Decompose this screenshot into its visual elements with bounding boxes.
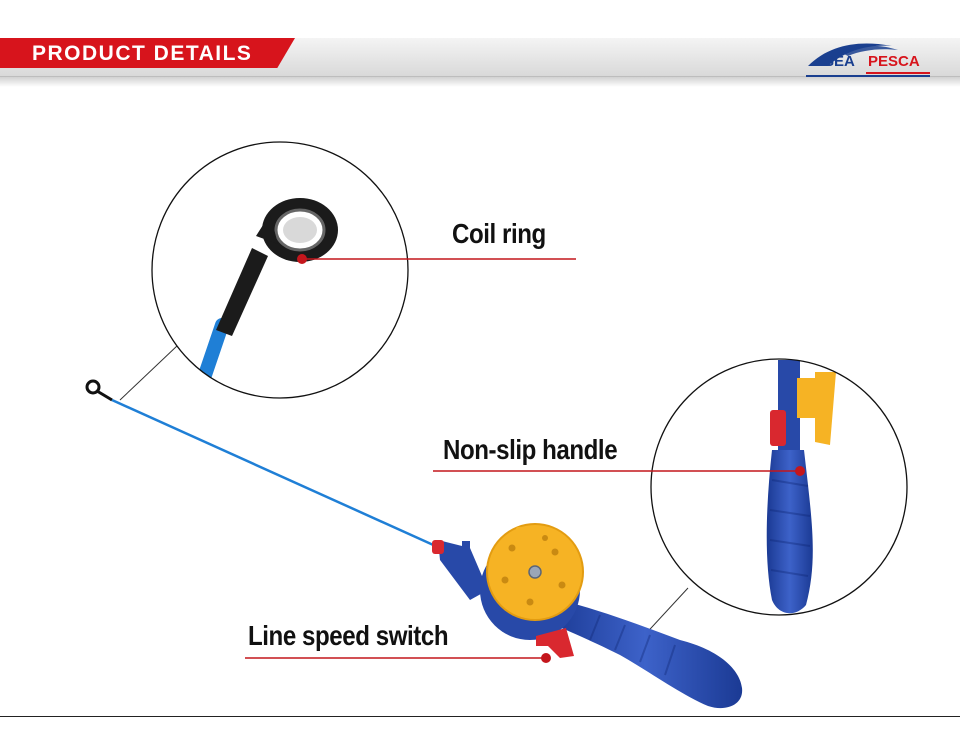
header-shadow <box>0 77 960 87</box>
handle-grip-texture <box>589 614 676 676</box>
main-handle <box>548 600 743 709</box>
reel-body <box>480 523 584 640</box>
zoom-connector-top <box>119 344 179 401</box>
line-speed-switch <box>536 628 574 658</box>
callout-leader-non-slip-handle <box>433 466 805 476</box>
reel-seat <box>432 540 488 600</box>
callout-leader-coil-ring <box>297 254 576 264</box>
zoom-circle-coil-ring <box>151 141 409 399</box>
brand-name-sea: SEA <box>824 53 855 70</box>
callout-leader-line-speed-switch <box>245 653 551 663</box>
callout-line-speed-switch: Line speed switch <box>248 620 449 651</box>
rod-blank <box>111 398 441 550</box>
header-tab <box>0 38 295 68</box>
zoom-circle-handle <box>650 358 908 616</box>
page-title: PRODUCT DETAILS <box>32 42 253 65</box>
callout-non-slip-handle: Non-slip handle <box>443 434 618 465</box>
rod-tip-guide <box>85 379 113 402</box>
bottom-divider <box>0 716 960 717</box>
brand-logo-icon <box>806 43 930 77</box>
brand-name-pesca: PESCA <box>868 53 920 70</box>
callout-coil-ring: Coil ring <box>452 218 546 249</box>
